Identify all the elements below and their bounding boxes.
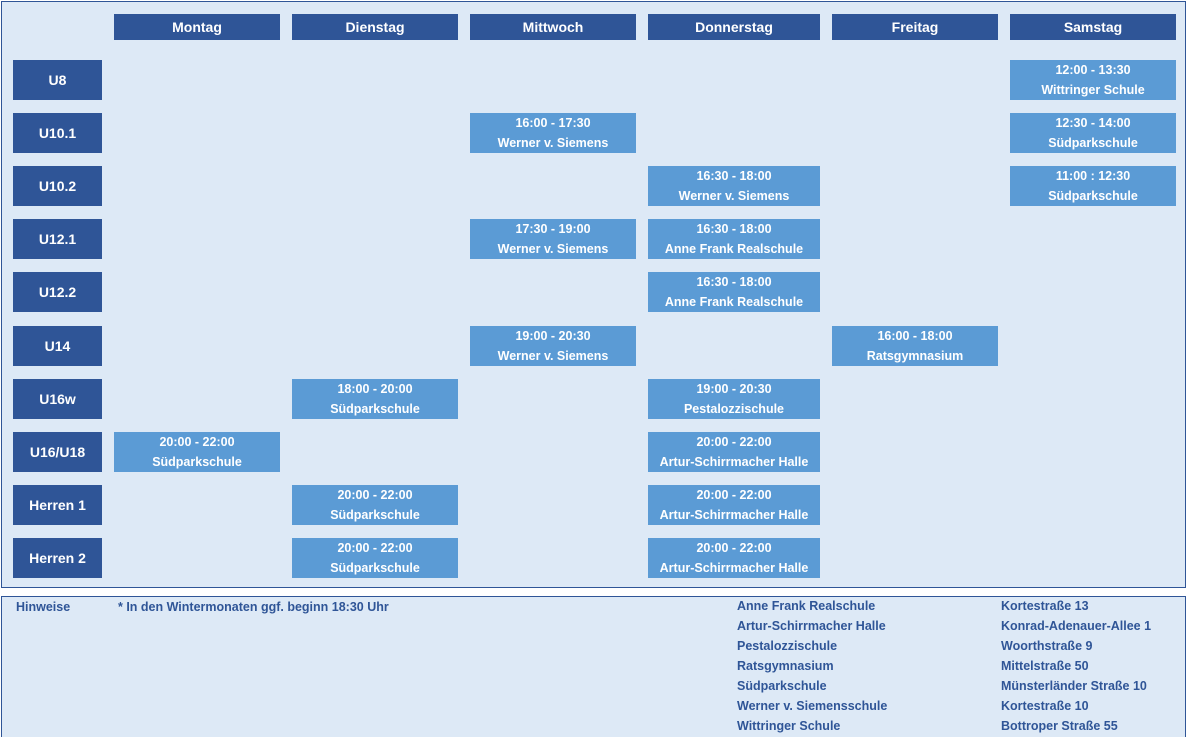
venue-name: Werner v. Siemensschule — [737, 699, 888, 713]
team-label-u8: U8 — [13, 60, 102, 100]
slot-time: 20:00 - 22:00 — [337, 488, 413, 502]
slot-time: 20:00 - 22:00 — [696, 541, 772, 555]
slot-venue: Artur-Schirrmacher Halle — [659, 561, 809, 575]
day-header-montag: Montag — [114, 14, 280, 40]
venue-name: Pestalozzischule — [737, 639, 838, 653]
venue-name: Artur-Schirrmacher Halle — [737, 619, 886, 633]
team-label-u10-1: U10.1 — [13, 113, 102, 153]
notes-text: * In den Wintermonaten ggf. beginn 18:30… — [118, 600, 389, 614]
slot-venue: Südparkschule — [330, 561, 420, 575]
day-header-mittwoch: Mittwoch — [470, 14, 636, 40]
slot-time: 16:30 - 18:00 — [696, 169, 772, 183]
venue-address: Kortestraße 13 — [1001, 599, 1089, 613]
venue-name: Ratsgymnasium — [737, 659, 834, 673]
notes-label: Hinweise — [16, 600, 71, 614]
team-label-u12-2: U12.2 — [13, 272, 102, 312]
slot-time: 16:00 - 18:00 — [877, 329, 953, 343]
slot-venue: Pestalozzischule — [683, 402, 785, 416]
slot-time: 20:00 - 22:00 — [696, 435, 772, 449]
slot-venue: Artur-Schirrmacher Halle — [659, 508, 809, 522]
slot-venue: Werner v. Siemens — [678, 189, 790, 203]
schedule-grid — [1, 1, 1186, 588]
venue-address: Bottroper Straße 55 — [1001, 719, 1118, 733]
slot-venue: Südparkschule — [152, 455, 242, 469]
venue-address: Woorthstraße 9 — [1001, 639, 1093, 653]
slot-time: 16:30 - 18:00 — [696, 275, 772, 289]
slot-venue: Artur-Schirrmacher Halle — [659, 455, 809, 469]
venue-address: Mittelstraße 50 — [1001, 659, 1089, 673]
slot-venue: Südparkschule — [1048, 189, 1138, 203]
slot-time: 18:00 - 20:00 — [337, 382, 413, 396]
slot-venue: Werner v. Siemens — [497, 242, 609, 256]
slot-time: 19:00 - 20:30 — [696, 382, 772, 396]
slot-time: 12:30 - 14:00 — [1055, 116, 1131, 130]
team-label-u16-u18: U16/U18 — [13, 432, 102, 472]
slot-time: 20:00 - 22:00 — [696, 488, 772, 502]
slot-time: 16:00 - 17:30 — [515, 116, 591, 130]
day-header-freitag: Freitag — [832, 14, 998, 40]
venue-address: Konrad-Adenauer-Allee 1 — [1001, 619, 1152, 633]
slot-venue: Südparkschule — [330, 402, 420, 416]
team-label-u16w: U16w — [13, 379, 102, 419]
slot-time: 20:00 - 22:00 — [159, 435, 235, 449]
slot-time: 17:30 - 19:00 — [515, 222, 591, 236]
slot-venue: Anne Frank Realschule — [664, 242, 804, 256]
notes-panel: Hinweise * In den Wintermonaten ggf. beg… — [1, 596, 1186, 737]
venue-name: Südparkschule — [737, 679, 827, 693]
slot-time: 19:00 - 20:30 — [515, 329, 591, 343]
team-label-herren-2: Herren 2 — [13, 538, 102, 578]
venue-address: Kortestraße 10 — [1001, 699, 1089, 713]
day-header-dienstag: Dienstag — [292, 14, 458, 40]
slot-venue: Anne Frank Realschule — [664, 295, 804, 309]
slot-venue: Südparkschule — [1048, 136, 1138, 150]
day-header-donnerstag: Donnerstag — [648, 14, 820, 40]
venue-name: Wittringer Schule — [737, 719, 841, 733]
slot-venue: Ratsgymnasium — [866, 349, 964, 363]
slot-time: 20:00 - 22:00 — [337, 541, 413, 555]
slot-venue: Werner v. Siemens — [497, 136, 609, 150]
day-header-samstag: Samstag — [1010, 14, 1176, 40]
slot-venue: Werner v. Siemens — [497, 349, 609, 363]
venue-name: Anne Frank Realschule — [737, 599, 876, 613]
team-label-u14: U14 — [13, 326, 102, 366]
team-label-u10-2: U10.2 — [13, 166, 102, 206]
venue-address: Münsterländer Straße 10 — [1001, 679, 1147, 693]
team-label-u12-1: U12.1 — [13, 219, 102, 259]
slot-venue: Wittringer Schule — [1041, 83, 1145, 97]
slot-time: 12:00 - 13:30 — [1055, 63, 1131, 77]
slot-venue: Südparkschule — [330, 508, 420, 522]
slot-time: 11:00 : 12:30 — [1055, 169, 1131, 183]
slot-time: 16:30 - 18:00 — [696, 222, 772, 236]
team-label-herren-1: Herren 1 — [13, 485, 102, 525]
